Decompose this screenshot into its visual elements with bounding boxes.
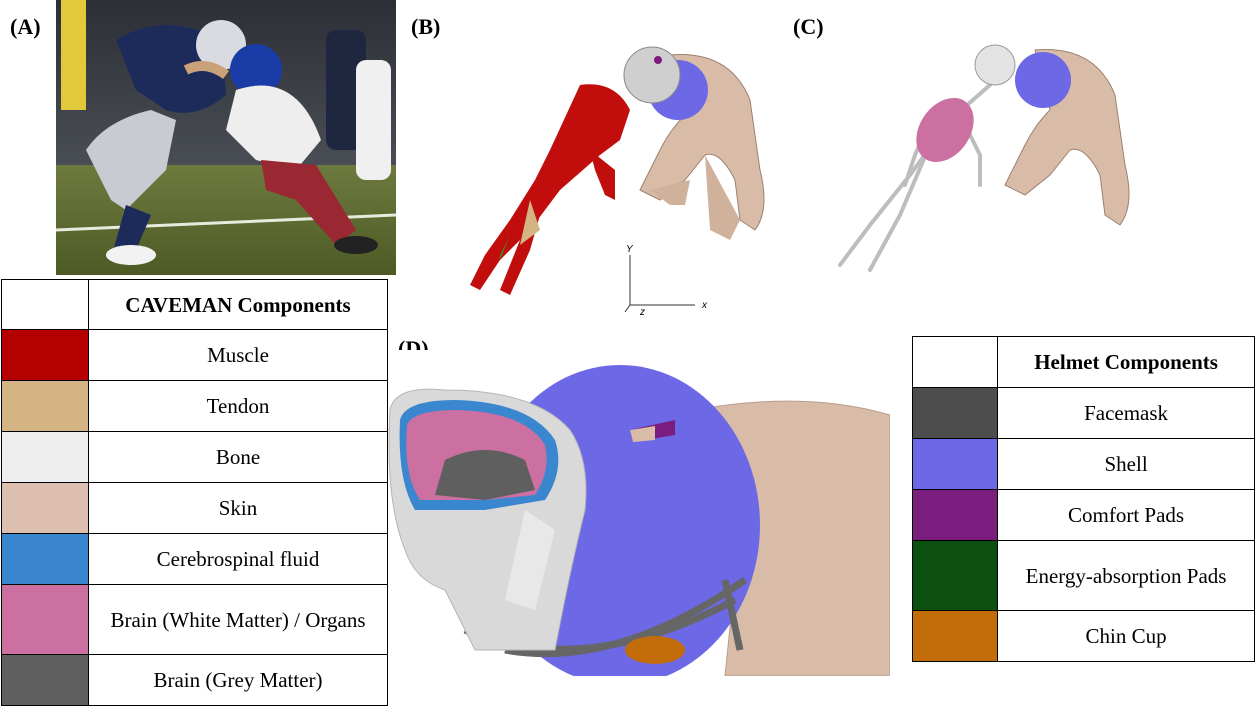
skin-label: Skin	[88, 482, 388, 534]
energy-pads-swatch	[911, 540, 999, 611]
csf-label: Cerebrospinal fluid	[88, 533, 388, 585]
caveman-muscle-model-figure: Y x z	[440, 30, 780, 315]
tendon-swatch	[1, 380, 89, 432]
panel-label-c: (C)	[793, 14, 824, 39]
header-blank-cell	[1, 279, 89, 330]
panel-label-b: (B)	[411, 14, 441, 39]
legend-header: Helmet Components	[997, 336, 1255, 388]
comfort-pads-label: Comfort Pads	[997, 489, 1255, 541]
tendon-label: Tendon	[88, 380, 388, 432]
bone-label: Bone	[88, 431, 388, 483]
x-axis-label: x	[701, 300, 708, 311]
comfort-pads-swatch	[911, 489, 999, 541]
grey-matter-label: Brain (Grey Matter)	[88, 654, 388, 706]
panel-label-a: (A)	[10, 14, 41, 39]
shell-label: Shell	[997, 438, 1255, 490]
chin-cup-swatch	[911, 610, 999, 662]
muscle-swatch	[1, 329, 89, 381]
facemask-label: Facemask	[997, 387, 1255, 439]
chin-cup-label: Chin Cup	[997, 610, 1255, 662]
csf-swatch	[1, 533, 89, 585]
skin-swatch	[1, 482, 89, 534]
grey-matter-swatch	[1, 654, 89, 706]
facemask-swatch	[911, 387, 999, 439]
bone-swatch	[1, 431, 89, 483]
muscle-label: Muscle	[88, 329, 388, 381]
white-matter-swatch	[1, 584, 89, 655]
shell-swatch	[911, 438, 999, 490]
helmet-components-legend: Helmet Components Facemask Shell Comfort…	[911, 336, 1255, 662]
z-axis-label: z	[639, 307, 645, 315]
y-axis-label: Y	[626, 244, 634, 255]
header-blank-cell	[911, 336, 999, 388]
football-tackle-photo	[56, 0, 396, 275]
caveman-components-legend: CAVEMAN Components Muscle Tendon Bone Sk…	[1, 279, 388, 706]
caveman-skeleton-model-figure	[810, 25, 1150, 310]
energy-pads-label: Energy-absorption Pads	[997, 540, 1255, 611]
white-matter-label: Brain (White Matter) / Organs	[88, 584, 388, 655]
head-helmet-closeup-figure	[385, 350, 890, 676]
legend-header: CAVEMAN Components	[88, 279, 388, 330]
